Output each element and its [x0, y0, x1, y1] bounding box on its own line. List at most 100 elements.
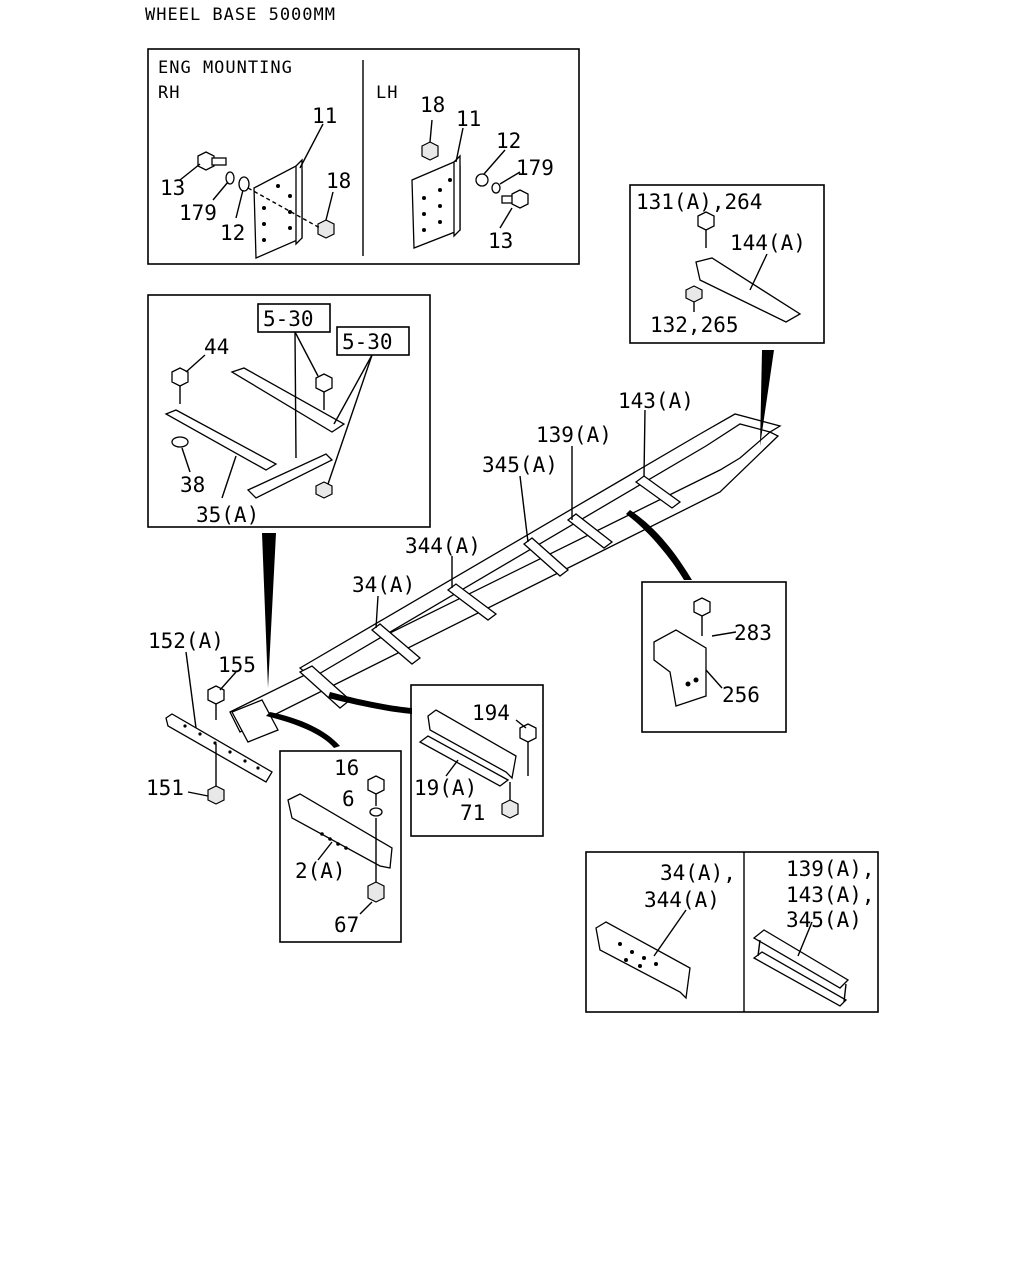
lh-nut-18-icon: [421, 141, 439, 161]
rh-18-leader: [325, 191, 334, 221]
lh-bolt-icon: [501, 189, 529, 209]
label-19a: 19(A): [414, 776, 477, 800]
label-16: 16: [334, 756, 359, 780]
rh-mount-plate: [253, 158, 303, 259]
rear-bracket-detail-panel: 131(A),264 144(A) 132,265: [629, 184, 825, 344]
pointer-crossmember-detail: [262, 533, 276, 688]
pointer-bracket-detail: [626, 510, 692, 580]
washer-38-icon: [171, 436, 189, 448]
section-detail-frame: [585, 851, 879, 1013]
label-194: 194: [472, 701, 510, 725]
rh-12-leader: [235, 189, 244, 219]
frame-rail-left: [298, 413, 782, 679]
crossmember-344a: [446, 583, 498, 621]
label-44: 44: [204, 335, 229, 359]
crossmember-bracket: [246, 453, 334, 499]
diagram-title: WHEEL BASE 5000MM: [145, 5, 336, 25]
bracket-detail-panel: 283 256: [641, 581, 787, 733]
label-34a: 34(A): [352, 573, 415, 597]
p143a-leader: [643, 409, 646, 477]
p2a-leader: [317, 841, 333, 861]
p34a-leader: [375, 595, 379, 629]
p256-leader: [705, 669, 723, 689]
p19a-leader: [445, 759, 459, 777]
front-detail-panel: 194 19(A) 71: [410, 684, 544, 837]
pointer-bumper-detail: [266, 712, 340, 748]
bolt-194-icon: [519, 723, 537, 776]
nut-67-icon: [367, 881, 385, 903]
label-151: 151: [146, 776, 184, 800]
section-label-143a: 143(A),: [786, 883, 875, 907]
ref2-leader-a: [333, 354, 373, 425]
rh-11-leader: [299, 123, 324, 169]
crossmember-section-a: [595, 921, 691, 1000]
bracket-19a-lower: [418, 735, 510, 787]
crossmember-34a: [370, 623, 422, 665]
frame-rail-right: [229, 431, 780, 733]
label-155: 155: [218, 653, 256, 677]
nut-5-30-icon: [315, 481, 333, 499]
p155-leader: [219, 671, 237, 691]
label-144a: 144(A): [730, 231, 806, 255]
bracket-2a: [287, 793, 393, 869]
section-label-345a: 345(A): [786, 908, 862, 932]
label-2a: 2(A): [295, 859, 346, 883]
lh-label-13: 13: [488, 229, 513, 253]
bracket-256: [653, 629, 707, 707]
rh-washer-12-icon: [238, 176, 250, 192]
bracket-144a: [695, 257, 802, 323]
rh-header: RH: [158, 83, 180, 103]
section-left-leader: [653, 909, 687, 957]
rh-washer-179-icon: [225, 171, 235, 185]
upper-bracket: [230, 367, 346, 433]
section-right-leader: [797, 921, 813, 957]
ref1-leader-a: [294, 331, 297, 459]
bumper-detail-frame: [279, 750, 402, 943]
label-131-264: 131(A),264: [636, 190, 762, 214]
ref-box-2: [336, 326, 410, 356]
crossmember-detail-frame: [147, 294, 431, 528]
bumper-detail-panel: 16 6 2(A) 67: [279, 750, 402, 943]
section-label-344a: 344(A): [644, 888, 720, 912]
label-71: 71: [460, 801, 485, 825]
p67-leader: [359, 901, 373, 915]
p283-leader: [711, 631, 737, 637]
washer-6-icon: [369, 807, 383, 817]
p194-leader: [515, 719, 527, 729]
ref-label-2: 5-30: [342, 330, 393, 354]
label-139a: 139(A): [536, 423, 612, 447]
rh-13-leader: [179, 163, 201, 181]
label-38: 38: [180, 473, 205, 497]
p345a-leader: [519, 475, 529, 543]
nut-132-icon: [685, 285, 703, 303]
lh-179-leader: [499, 171, 521, 185]
pointer-front-detail: [328, 692, 412, 714]
rh-nut-18-icon: [317, 219, 335, 239]
label-143a: 143(A): [618, 389, 694, 413]
label-132-265: 132,265: [650, 313, 739, 337]
lh-washer-12-icon: [475, 173, 489, 187]
bracket-detail-frame: [641, 581, 787, 733]
lh-18-leader: [429, 119, 433, 143]
rear-bracket-detail-frame: [629, 184, 825, 344]
crossmember-345a: [522, 537, 570, 577]
front-end: [231, 699, 279, 743]
label-344a: 344(A): [405, 534, 481, 558]
rh-label-179: 179: [179, 201, 217, 225]
label-6: 6: [342, 787, 355, 811]
lh-12-leader: [483, 149, 506, 175]
label-283: 283: [734, 621, 772, 645]
section-detail-panel: 34(A), 344(A) 139(A), 143(A), 345(A): [585, 851, 879, 1013]
eng-mounting-header: ENG MOUNTING: [158, 58, 293, 78]
p44-leader: [185, 354, 206, 373]
lh-label-12: 12: [496, 129, 521, 153]
front-detail-frame: [410, 684, 544, 837]
rh-179-leader: [212, 181, 229, 201]
label-67: 67: [334, 913, 359, 937]
p35a-leader: [221, 455, 237, 499]
pointer-rear-detail: [760, 350, 774, 446]
nut-151-icon: [207, 785, 225, 805]
lh-label-18: 18: [420, 93, 445, 117]
ref-box-1: [257, 303, 331, 333]
